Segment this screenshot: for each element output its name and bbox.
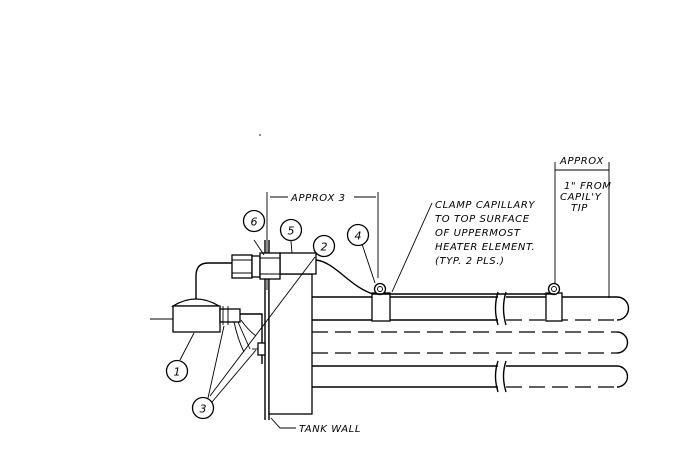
clamp-note: CLAMP CAPILLARY TO TOP SURFACE OF UPPERM… [391, 200, 535, 293]
leader-lines [179, 239, 376, 429]
callout-3-number: 3 [200, 403, 207, 416]
heater-element-top [312, 291, 630, 326]
callout-5: 5 [279, 218, 303, 242]
callout-3: 3 [191, 396, 215, 420]
heater-flange [268, 273, 313, 415]
thermostat [150, 298, 257, 353]
heater-element-middle [312, 331, 629, 354]
approx-label: APPROX [559, 156, 604, 167]
callout-4: 4 [346, 223, 370, 247]
tank-wall-label: TANK WALL [299, 424, 361, 435]
clamp-note-line-2: TO TOP SURFACE [435, 214, 530, 225]
callout-2-number: 2 [321, 241, 328, 254]
clamp-note-line-3: OF UPPERMOST [435, 228, 521, 239]
capillary-to-thermostat [195, 262, 232, 300]
clamp-note-line-1: CLAMP CAPILLARY [435, 200, 535, 211]
callout-4-number: 4 [355, 230, 362, 243]
callout-5-number: 5 [288, 225, 295, 238]
approx-3-label: APPROX 3 [290, 193, 346, 204]
callout-6: 6 [242, 209, 266, 233]
clamp-note-line-5: (TYP. 2 PLS.) [435, 256, 505, 267]
heater-elements [312, 291, 630, 393]
from-tip-line-2: CAPIL'Y [560, 192, 602, 203]
clamp-far [545, 282, 563, 322]
from-tip-line-1: 1" FROM [564, 181, 612, 192]
clamp-near [371, 282, 391, 322]
mounting-bracket [240, 313, 266, 364]
capillary-tube [315, 259, 555, 295]
clamp-note-line-4: HEATER ELEMENT. [435, 242, 535, 253]
compression-fitting [231, 252, 281, 280]
callout-6-number: 6 [251, 216, 258, 229]
stray-dot [259, 134, 261, 136]
dimension-approx-tip: APPROX 1" FROM CAPIL'Y TIP [554, 156, 612, 298]
clamp-leader [391, 202, 433, 293]
from-tip-line-3: TIP [571, 203, 588, 214]
callout-2: 2 [312, 234, 336, 258]
heater-element-bottom [312, 360, 629, 393]
callout-1-number: 1 [174, 366, 181, 379]
callout-1: 1 [165, 359, 189, 383]
